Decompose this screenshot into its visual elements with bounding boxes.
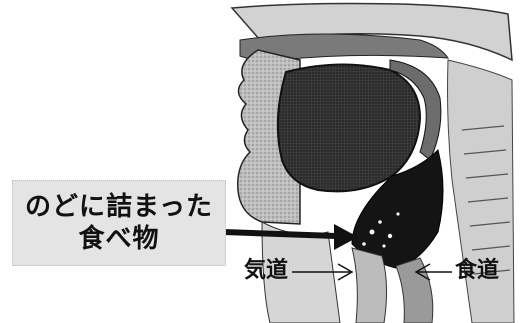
esophagus-label: 食道 bbox=[455, 258, 499, 284]
airway-label: 気道 bbox=[244, 258, 288, 284]
esophagus-tube bbox=[396, 258, 433, 323]
tongue-mass bbox=[278, 64, 420, 191]
trachea-tube bbox=[352, 248, 387, 323]
lodged-food-callout-box: のどに詰まった 食べ物 bbox=[12, 180, 226, 266]
callout-line-2: 食べ物 bbox=[78, 223, 159, 255]
callout-line-1: のどに詰まった bbox=[25, 191, 213, 223]
